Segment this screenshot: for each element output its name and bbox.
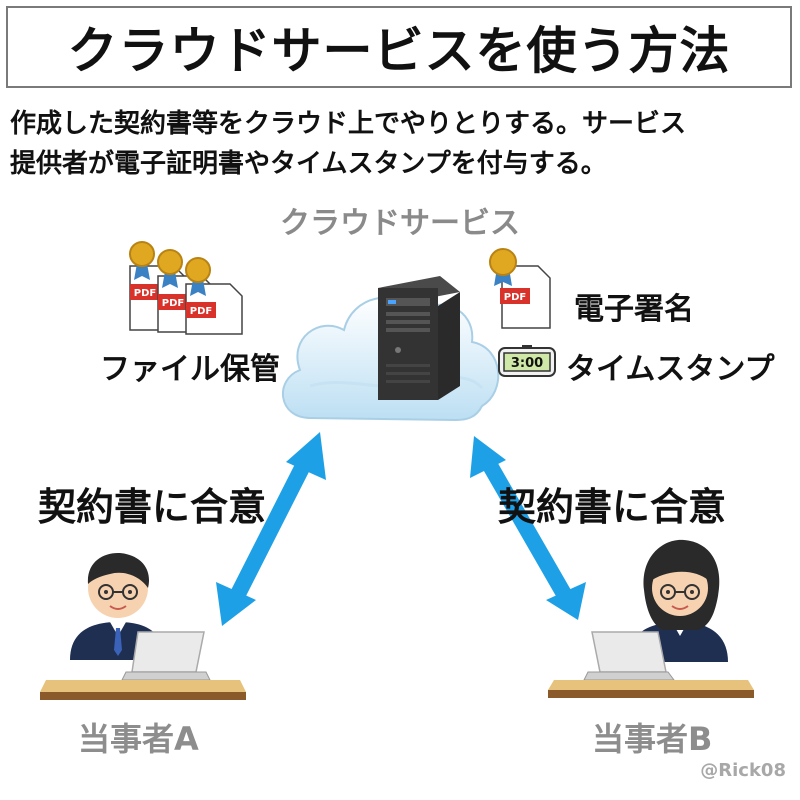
file-storage-label: ファイル保管 <box>100 352 280 387</box>
description-line-1: 作成した契約書等をクラウド上でやりとりする。サービス <box>10 109 687 139</box>
agreement-label-left: 契約書に合意 <box>38 485 267 529</box>
page-title: クラウドサービスを使う方法 <box>67 22 731 80</box>
desk <box>548 680 754 698</box>
desk <box>40 680 246 700</box>
pdf-label: PDF <box>162 298 184 309</box>
cloud-service-label: クラウドサービス <box>280 206 520 241</box>
pdf-label: PDF <box>504 292 526 303</box>
double-arrow-left <box>216 432 326 626</box>
pdf-label: PDF <box>190 306 212 317</box>
signed-pdf-icon: PDF <box>489 248 551 329</box>
laptop-icon <box>583 631 675 681</box>
timer-icon: 3:00 <box>498 345 556 377</box>
e-signature-label: 電子署名 <box>574 292 694 327</box>
pdf-document-icon: PDF <box>185 257 243 335</box>
title-box: クラウドサービスを使う方法 <box>6 6 792 88</box>
pdf-label: PDF <box>134 288 156 299</box>
file-storage-pdfs: PDF PDF PDF <box>129 241 243 335</box>
timestamp-label: タイムスタンプ <box>566 352 775 387</box>
party-a-illustration <box>40 553 246 700</box>
server-icon <box>378 276 460 400</box>
party-a-label: 当事者A <box>78 720 199 758</box>
cloud-icon <box>282 276 500 422</box>
timer-display: 3:00 <box>511 356 543 371</box>
description-line-2: 提供者が電子証明書やタイムスタンプを付与する。 <box>10 149 607 179</box>
description: 作成した契約書等をクラウド上でやりとりする。サービス 提供者が電子証明書やタイム… <box>10 104 795 184</box>
credit-label: @Rick08 <box>700 760 786 781</box>
laptop-icon <box>121 631 211 681</box>
party-b-illustration <box>548 539 754 698</box>
party-b-label: 当事者B <box>592 720 713 758</box>
agreement-label-right: 契約書に合意 <box>498 485 727 529</box>
double-arrow-right <box>470 436 586 620</box>
